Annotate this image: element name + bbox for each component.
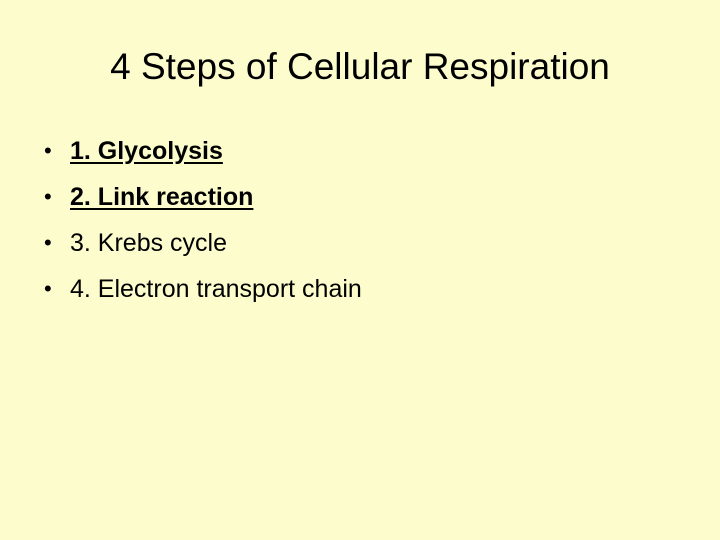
bullet-icon: • bbox=[44, 276, 52, 301]
bullet-text: 4. Electron transport chain bbox=[70, 274, 362, 303]
bullet-text: 3. Krebs cycle bbox=[70, 228, 228, 257]
bullet-list: • 1. Glycolysis • 2. Link reaction • 3. … bbox=[44, 128, 362, 312]
bullet-item-krebs-cycle: • 3. Krebs cycle bbox=[44, 220, 362, 266]
bullet-icon: • bbox=[44, 138, 52, 163]
bullet-item-electron-transport-chain: • 4. Electron transport chain bbox=[44, 266, 362, 312]
bullet-item-link-reaction: • 2. Link reaction bbox=[44, 174, 362, 220]
slide-title: 4 Steps of Cellular Respiration bbox=[110, 46, 610, 87]
bullet-text: 2. Link reaction bbox=[70, 182, 254, 211]
bullet-icon: • bbox=[44, 230, 52, 255]
bullet-icon: • bbox=[44, 184, 52, 209]
bullet-item-glycolysis: • 1. Glycolysis bbox=[44, 128, 362, 174]
bullet-text: 1. Glycolysis bbox=[70, 136, 223, 165]
